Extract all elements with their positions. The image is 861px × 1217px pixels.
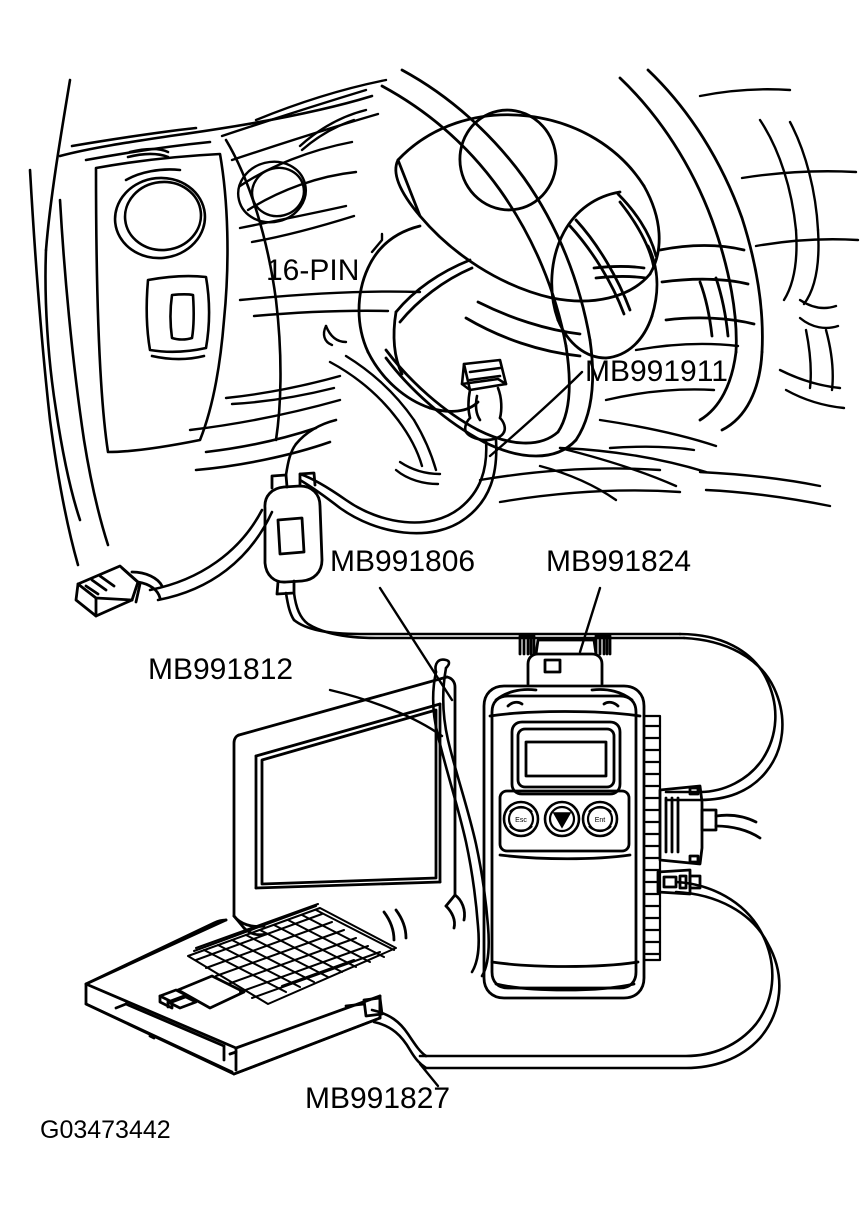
leader-lines	[328, 232, 602, 1088]
label-mb991827: MB991827	[305, 1082, 451, 1115]
label-mb991812: MB991812	[148, 653, 294, 686]
dashboard	[28, 78, 374, 567]
obd-plug	[74, 564, 164, 618]
scan-tool	[482, 634, 762, 1000]
car-interior-right	[478, 88, 860, 508]
enter-button-label: Ent	[595, 817, 606, 824]
esc-button-label: Esc	[515, 817, 527, 824]
lower-dash	[188, 290, 442, 486]
down-button[interactable]	[543, 800, 581, 838]
figure-code: G03473442	[40, 1116, 171, 1144]
enter-button[interactable]: Ent	[581, 800, 619, 838]
cable-network	[148, 418, 784, 1070]
laptop	[84, 675, 466, 1076]
instrument-cluster	[220, 78, 388, 244]
label-mb991911: MB991911	[585, 355, 728, 388]
down-arrow-icon	[552, 812, 572, 829]
label-16-pin: 16-PIN	[266, 254, 360, 287]
label-mb991806: MB991806	[330, 545, 476, 578]
label-mb991824: MB991824	[546, 545, 692, 578]
esc-button[interactable]: Esc	[502, 800, 540, 838]
